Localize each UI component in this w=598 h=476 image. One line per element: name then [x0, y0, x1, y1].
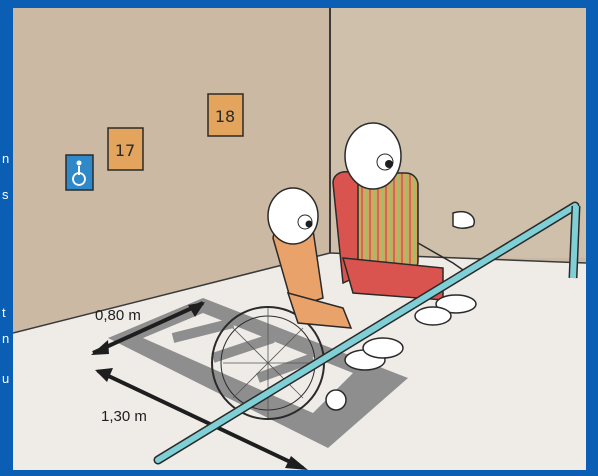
dimension-label-080: 0,80 m [95, 307, 141, 324]
head [268, 188, 318, 244]
sign-18-label: 18 [215, 107, 235, 126]
wheelchair-icon [77, 161, 82, 166]
edge-letter: s [2, 188, 9, 202]
parking-illustration: 0,80 m 1,30 m 17 18 [13, 8, 586, 470]
foot [363, 338, 403, 358]
edge-letter: n [2, 152, 9, 166]
edge-letter: t [2, 306, 6, 320]
edge-letter: u [2, 372, 9, 386]
dimension-label-130: 1,30 m [101, 408, 147, 425]
accessibility-sign [66, 155, 93, 190]
caster-wheel [326, 390, 346, 410]
sign-17: 17 [108, 128, 143, 170]
head [345, 123, 401, 189]
edge-letter: n [2, 332, 9, 346]
sign-18: 18 [208, 94, 243, 136]
foot [415, 307, 451, 325]
hand [453, 212, 474, 229]
sign-17-label: 17 [115, 141, 135, 160]
illustration-svg: 0,80 m 1,30 m 17 18 [13, 8, 586, 470]
clipped-side-text: n s t n u [0, 140, 12, 400]
